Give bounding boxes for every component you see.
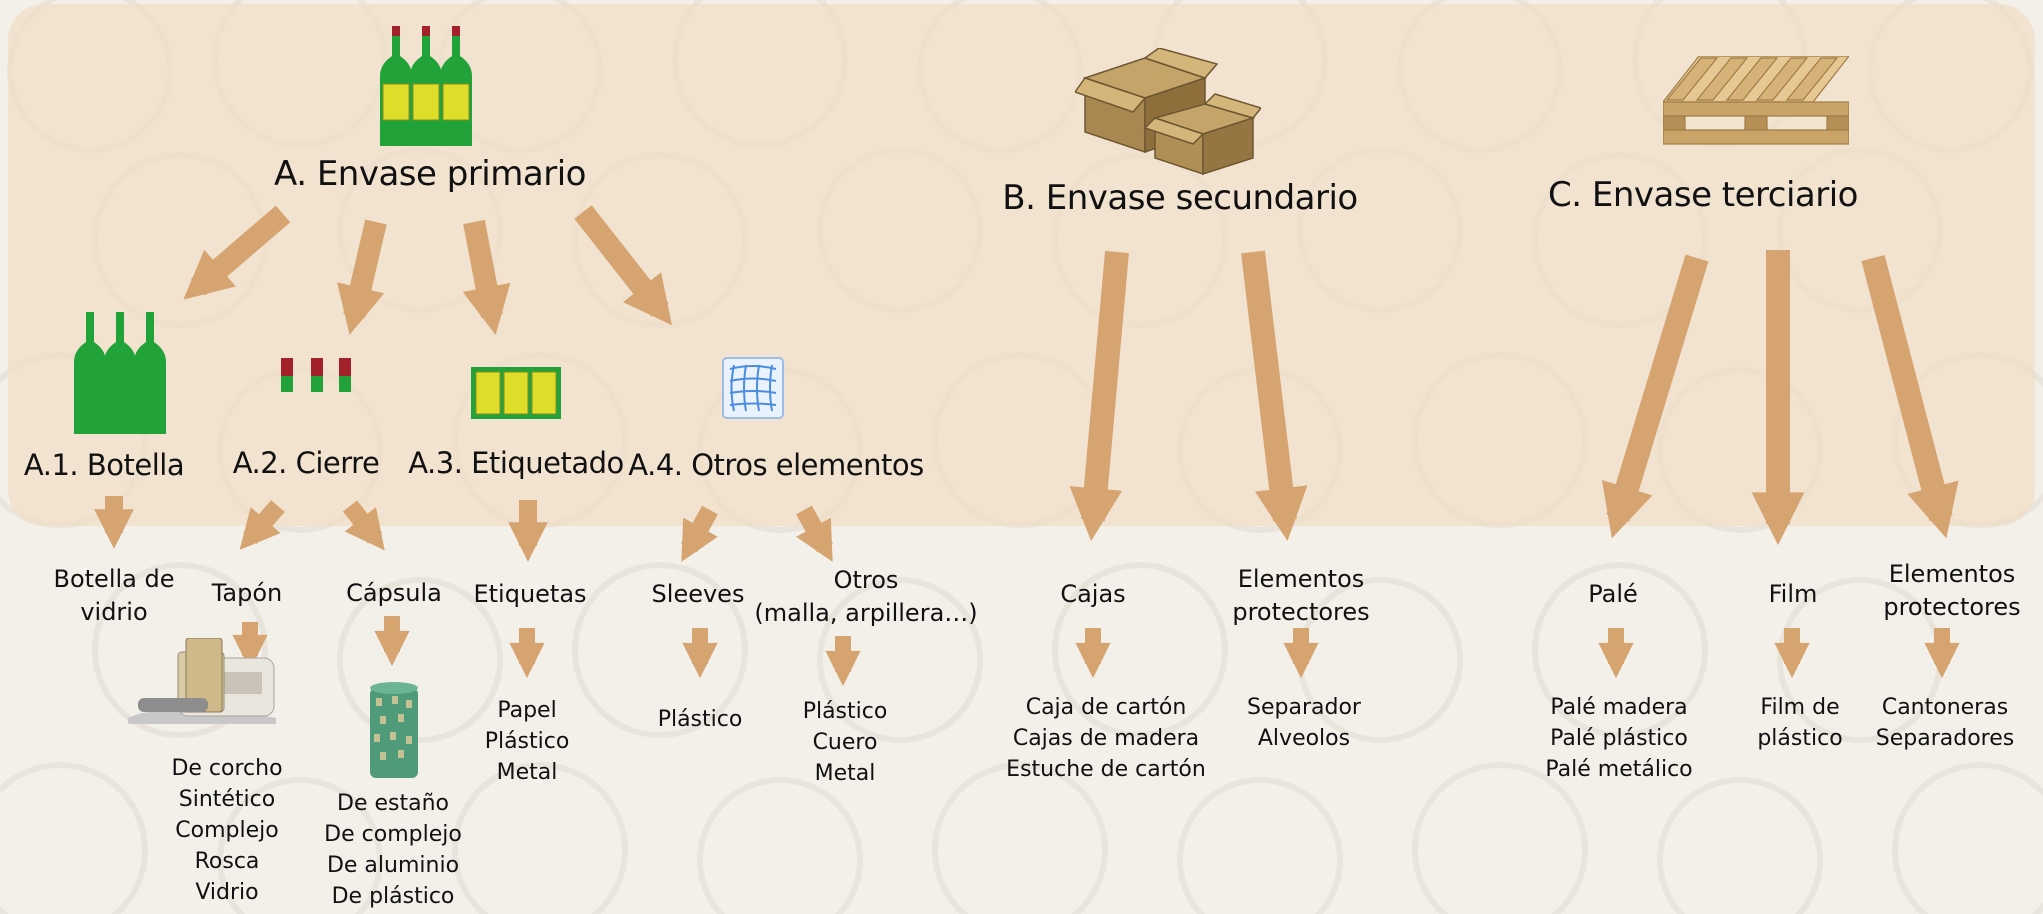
three-bottles-icon: [74, 312, 166, 434]
item-elementos-protectores-c: Elementos protectores: [1883, 560, 2021, 621]
title-envase-primario: A. Envase primario: [274, 154, 586, 194]
materials-pale: Palé madera Palé plástico Palé metálico: [1545, 695, 1693, 782]
arrow-c-to-elementos: [1861, 254, 1959, 539]
arrow-a4-otros: [796, 505, 833, 562]
arrow-a4-sleeves: [681, 505, 718, 562]
materials-cajas: Caja de cartón Cajas de madera Estuche d…: [1006, 695, 1206, 782]
title-envase-secundario: B. Envase secundario: [1002, 178, 1358, 218]
item-botella-de-vidrio: Botella de vidrio: [53, 565, 175, 626]
arrow-a-to-a2: [337, 219, 387, 335]
item-cajas: Cajas: [1060, 580, 1126, 608]
arrow-a2-capsula: [342, 500, 385, 551]
item-film: Film: [1768, 580, 1818, 608]
bottle-caps-icon: [281, 358, 351, 392]
item-capsula: Cápsula: [346, 579, 442, 607]
materials-elementos-protectores-b: Separador Alveolos: [1247, 695, 1361, 751]
item-tapon: Tapón: [211, 579, 283, 607]
arrow-b-to-elementos: [1241, 250, 1308, 541]
materials-elementos-protectores-c: Cantoneras Separadores: [1875, 695, 2015, 751]
materials-etiquetas: Papel Plástico Metal: [484, 698, 570, 785]
cardboard-boxes-icon: [1075, 48, 1261, 176]
label-a4-otros-elementos: A.4. Otros elementos: [628, 448, 924, 482]
label-a2-cierre: A.2. Cierre: [232, 446, 380, 480]
label-a1-botella: A.1. Botella: [23, 448, 185, 482]
yellow-labels-icon: [471, 367, 561, 419]
mesh-net-icon: [722, 357, 784, 419]
cork-stoppers-icon: [128, 638, 276, 724]
arrow-a-to-a3: [462, 219, 511, 336]
title-envase-terciario: C. Envase terciario: [1548, 175, 1858, 215]
materials-tapon: De corcho Sintético Complejo Rosca Vidri…: [171, 756, 283, 905]
materials-otros: Plástico Cuero Metal: [802, 699, 888, 786]
wooden-pallet-icon: [1663, 56, 1849, 145]
arrow-b-to-cajas: [1069, 250, 1129, 542]
item-elementos-protectores-b: Elementos protectores: [1232, 565, 1370, 626]
materials-sleeves: Plástico: [657, 707, 743, 732]
item-etiquetas: Etiquetas: [473, 580, 587, 608]
materials-capsula: De estaño De complejo De aluminio De plá…: [324, 791, 462, 909]
arrow-c-to-pale: [1601, 254, 1709, 539]
materials-film: Film de plástico: [1757, 695, 1843, 751]
arrow-a-to-a1: [183, 205, 291, 300]
label-a3-etiquetado: A.3. Etiquetado: [408, 446, 624, 480]
item-otros: Otros (malla, arpillera…): [754, 566, 978, 627]
tin-capsule-icon: [370, 682, 418, 778]
item-sleeves: Sleeves: [651, 580, 745, 608]
arrow-a-to-a4: [574, 205, 672, 326]
item-pale: Palé: [1588, 580, 1638, 608]
arrow-a2-tapon: [239, 500, 285, 550]
wine-bottles-icon: [380, 26, 472, 146]
